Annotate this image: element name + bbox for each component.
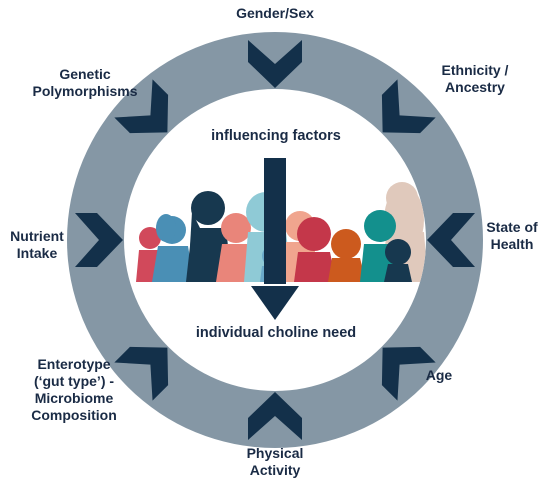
influencing-factors-label: influencing factors bbox=[211, 128, 341, 144]
factor-line: Ancestry bbox=[445, 79, 505, 95]
factor-line: Health bbox=[490, 236, 534, 252]
factor-line: Age bbox=[425, 367, 453, 383]
factor-state-of-health: State of Health bbox=[476, 219, 548, 253]
factor-line: Nutrient bbox=[10, 228, 64, 244]
factor-genetic-polymorphisms: Genetic Polymorphisms bbox=[10, 66, 160, 100]
chevron-arrow-icon bbox=[381, 79, 436, 134]
chevron-arrow-icon bbox=[248, 392, 302, 440]
factor-age: Age bbox=[414, 367, 464, 384]
factor-line: Physical bbox=[246, 445, 304, 461]
choline-need-label: individual choline need bbox=[195, 325, 357, 341]
factor-line: Enterotype bbox=[37, 356, 111, 372]
chevron-arrow-icon bbox=[75, 213, 123, 267]
chevron-arrow-icon bbox=[114, 79, 169, 134]
factor-line: State of bbox=[486, 219, 538, 235]
factor-line: Composition bbox=[31, 407, 117, 423]
chevron-arrow-icon bbox=[114, 346, 169, 401]
factor-gender-sex: Gender/Sex bbox=[219, 5, 331, 22]
chevron-arrow-icon bbox=[248, 40, 302, 88]
factor-line: Microbiome bbox=[34, 390, 114, 406]
factor-line: Intake bbox=[16, 245, 58, 261]
factor-line: Activity bbox=[249, 462, 301, 478]
factor-line: Ethnicity / bbox=[441, 62, 509, 78]
down-arrow-icon bbox=[251, 158, 299, 320]
factor-line: Genetic bbox=[59, 66, 111, 82]
crowd-silhouettes bbox=[136, 182, 426, 282]
factor-line: Polymorphisms bbox=[32, 83, 138, 99]
factor-physical-activity: Physical Activity bbox=[222, 445, 328, 479]
factor-line: (‘gut type’) - bbox=[33, 373, 115, 389]
factor-ethnicity-ancestry: Ethnicity / Ancestry bbox=[410, 62, 540, 96]
factor-nutrient-intake: Nutrient Intake bbox=[0, 228, 74, 262]
factor-line: Gender/Sex bbox=[236, 5, 314, 21]
chevron-arrow-icon bbox=[427, 213, 475, 267]
factor-enterotype: Enterotype (‘gut type’) - Microbiome Com… bbox=[4, 356, 144, 424]
chevron-arrow-icon bbox=[381, 346, 436, 401]
